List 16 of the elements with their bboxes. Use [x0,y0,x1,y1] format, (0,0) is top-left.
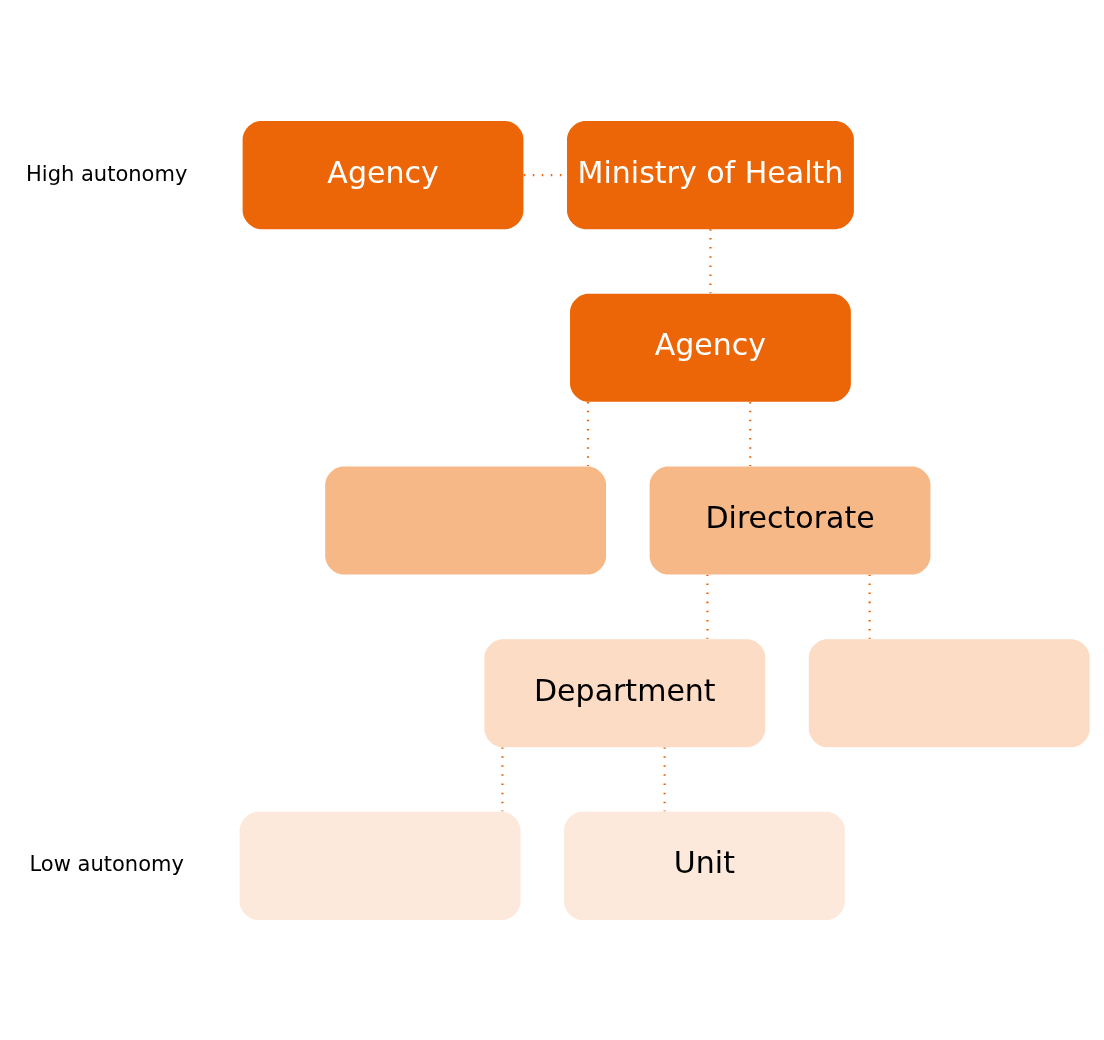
label: Low autonomy [29,850,184,876]
connector [663,746,666,811]
node-box: Ministry of Health [567,120,854,229]
connector [501,746,504,811]
connector [868,574,871,639]
node-box [808,638,1090,747]
node-box: Directorate [649,465,931,575]
node-box: Agency [242,120,524,229]
node-box: Agency [570,293,851,402]
label: High autonomy [26,160,188,186]
connector [586,401,590,466]
node-box: Unit [564,811,845,920]
connector [706,574,709,639]
node-box [239,811,521,920]
node-box [325,465,607,575]
node-box: Department [484,638,766,747]
